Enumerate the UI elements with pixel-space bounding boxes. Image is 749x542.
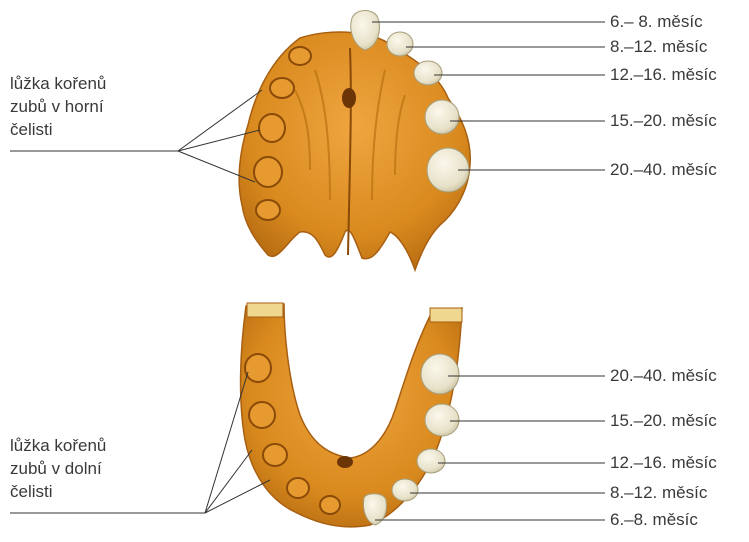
lower-root-bed — [249, 402, 275, 428]
lower-root-bed-label-line: zubů v dolní — [10, 457, 106, 480]
upper-root-bed — [289, 47, 311, 65]
lower-root-bed-label-line: lůžka kořenů — [10, 434, 106, 457]
lower-rootbed-fan-2 — [205, 450, 252, 513]
lower-tooth-second-molar — [421, 354, 459, 394]
upper-jaw — [239, 11, 470, 271]
upper-root-bed-label: lůžka kořenů zubů v horní čelisti — [10, 72, 106, 141]
upper-tooth-label: 8.–12. měsíc — [610, 38, 707, 55]
lower-jaw-pit — [337, 456, 353, 468]
upper-root-bed — [254, 157, 282, 187]
upper-tooth-label: 12.–16. měsíc — [610, 66, 717, 83]
lower-root-bed — [245, 354, 271, 382]
lower-root-bed — [320, 496, 340, 514]
lower-root-bed — [287, 478, 309, 498]
lower-tooth-canine — [417, 449, 445, 473]
upper-palate-pit — [342, 88, 356, 108]
lower-jaw-end-right — [430, 308, 462, 322]
upper-root-bed — [259, 114, 285, 142]
lower-root-bed-label-line: čelisti — [10, 480, 106, 503]
upper-root-bed — [256, 200, 280, 220]
upper-tooth-canine — [414, 61, 442, 85]
lower-jaw-end-left — [247, 303, 283, 317]
lower-tooth-label: 12.–16. měsíc — [610, 454, 717, 471]
lower-rootbed-fan-3 — [205, 480, 270, 513]
lower-tooth-label: 15.–20. měsíc — [610, 412, 717, 429]
lower-tooth-label: 20.–40. měsíc — [610, 367, 717, 384]
upper-root-bed-label-line: zubů v horní — [10, 95, 106, 118]
upper-root-bed — [270, 78, 294, 98]
lower-tooth-label: 6.–8. měsíc — [610, 511, 698, 528]
upper-tooth-label: 6.– 8. měsíc — [610, 13, 703, 30]
upper-tooth-label: 20.–40. měsíc — [610, 161, 717, 178]
upper-tooth-first-molar — [425, 100, 459, 134]
upper-root-bed-label-line: čelisti — [10, 118, 106, 141]
lower-root-bed — [263, 444, 287, 466]
upper-tooth-label: 15.–20. měsíc — [610, 112, 717, 129]
lower-tooth-label: 8.–12. měsíc — [610, 484, 707, 501]
lower-tooth-first-molar — [425, 404, 459, 436]
lower-tooth-lateral — [392, 479, 418, 501]
lower-rootbed-fan-1 — [205, 372, 248, 513]
lower-root-bed-label: lůžka kořenů zubů v dolní čelisti — [10, 434, 106, 503]
upper-tooth-lateral — [387, 32, 413, 56]
upper-root-bed-label-line: lůžka kořenů — [10, 72, 106, 95]
